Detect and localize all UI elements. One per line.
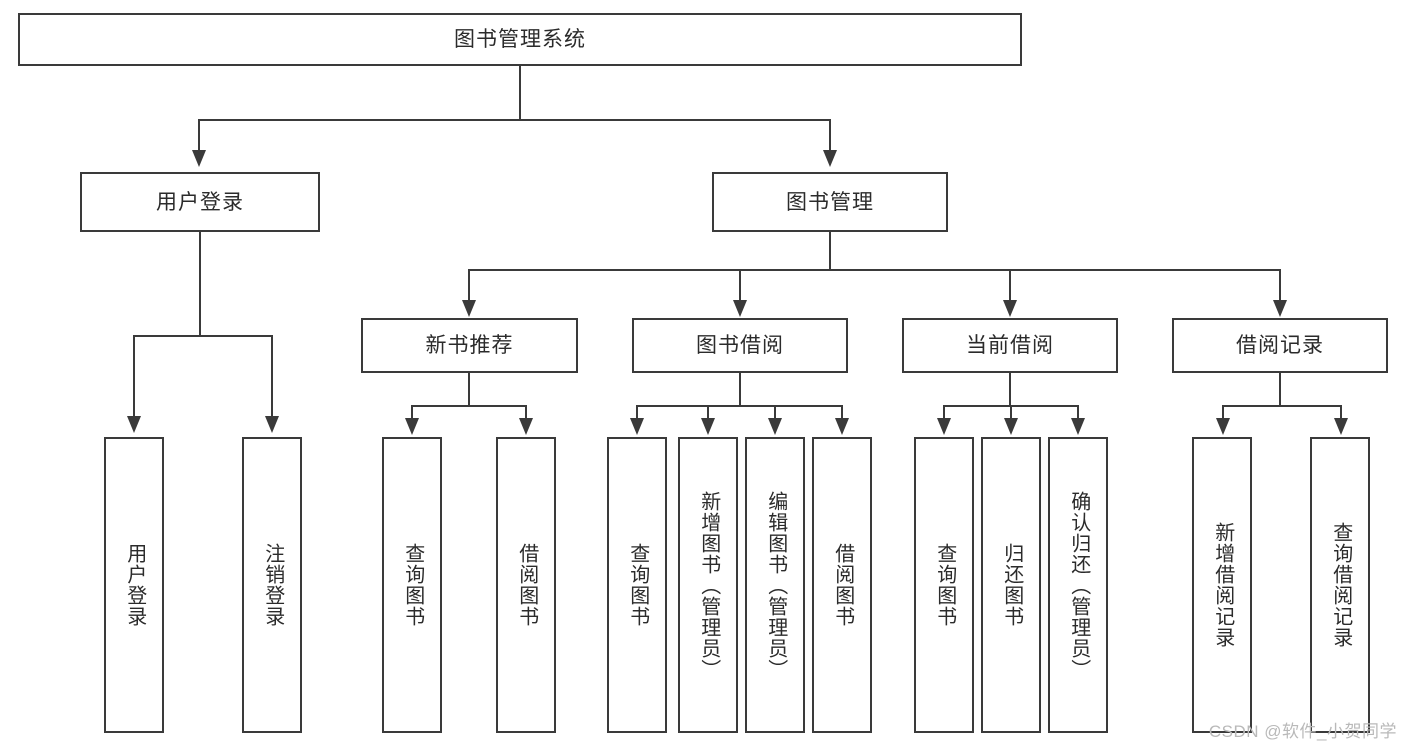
node-label: 用户登录 xyxy=(156,190,244,214)
arrow-nbr-leaf-2 xyxy=(519,418,533,435)
arrow-bb-leaf-2 xyxy=(701,418,715,435)
arrow-root-to-book-management xyxy=(823,150,837,167)
node-borrow-record[interactable]: 借阅记录 xyxy=(1172,318,1388,373)
connector-current-borrow-stem xyxy=(1009,373,1011,406)
connector-bb-leaf-4 xyxy=(841,405,843,419)
arrow-to-new-book-recommend xyxy=(462,300,476,317)
leaf-new-book-borrow-book[interactable]: 借阅图书 xyxy=(496,437,556,733)
leaf-borrow-record-query-record[interactable]: 查询借阅记录 xyxy=(1310,437,1370,733)
node-label: 查询借阅记录 xyxy=(1329,522,1352,648)
connector-nbr-leaf-1 xyxy=(411,405,413,419)
node-label: 归还图书 xyxy=(1000,543,1023,627)
connector-user-login-stem xyxy=(199,232,201,336)
node-label: 图书管理系统 xyxy=(454,28,586,51)
node-label: 编辑图书（管理员） xyxy=(764,490,787,680)
arrow-user-login-to-leaf-2 xyxy=(265,416,279,433)
connector-bb-leaf-2 xyxy=(707,405,709,419)
connector-cb-leaf-2 xyxy=(1010,405,1012,419)
node-book-borrow[interactable]: 图书借阅 xyxy=(632,318,848,373)
arrow-to-current-borrow xyxy=(1003,300,1017,317)
leaf-user-login-logout[interactable]: 注销登录 xyxy=(242,437,302,733)
arrow-br-leaf-1 xyxy=(1216,418,1230,435)
connector-new-book-recommend-stem xyxy=(468,373,470,406)
node-label: 借阅图书 xyxy=(515,543,538,627)
node-label: 新书推荐 xyxy=(425,334,514,357)
connector-br-leaf-2 xyxy=(1340,405,1342,419)
connector-to-new-book-recommend xyxy=(468,269,470,301)
node-label: 确认归还（管理员） xyxy=(1067,490,1090,680)
node-new-book-recommend[interactable]: 新书推荐 xyxy=(361,318,578,373)
arrow-cb-leaf-3 xyxy=(1071,418,1085,435)
arrow-to-borrow-record xyxy=(1273,300,1287,317)
leaf-current-borrow-query-book[interactable]: 查询图书 xyxy=(914,437,974,733)
node-user-login[interactable]: 用户登录 xyxy=(80,172,320,232)
arrow-cb-leaf-2 xyxy=(1004,418,1018,435)
connector-br-leaf-1 xyxy=(1222,405,1224,419)
connector-borrow-record-stem xyxy=(1279,373,1281,406)
node-label: 借阅图书 xyxy=(831,543,854,627)
connector-root-bus xyxy=(198,119,830,121)
connector-cb-leaf-1 xyxy=(943,405,945,419)
connector-book-borrow-bus xyxy=(636,405,842,407)
connector-root-to-book-management xyxy=(829,119,831,151)
node-label: 新增图书（管理员） xyxy=(697,490,720,680)
node-current-borrow[interactable]: 当前借阅 xyxy=(902,318,1118,373)
leaf-new-book-query-book[interactable]: 查询图书 xyxy=(382,437,442,733)
arrow-bb-leaf-1 xyxy=(630,418,644,435)
connector-root-to-user-login xyxy=(198,119,200,151)
connector-level3-bus xyxy=(468,269,1280,271)
connector-to-book-borrow xyxy=(739,269,741,301)
node-label: 查询图书 xyxy=(933,543,956,627)
connector-book-borrow-stem xyxy=(739,373,741,406)
connector-to-current-borrow xyxy=(1009,269,1011,301)
arrow-br-leaf-2 xyxy=(1334,418,1348,435)
node-label: 查询图书 xyxy=(626,543,649,627)
arrow-root-to-user-login xyxy=(192,150,206,167)
node-root-book-management-system[interactable]: 图书管理系统 xyxy=(18,13,1022,66)
leaf-user-login-login[interactable]: 用户登录 xyxy=(104,437,164,733)
connector-bb-leaf-3 xyxy=(774,405,776,419)
arrow-nbr-leaf-1 xyxy=(405,418,419,435)
connector-nbr-leaf-2 xyxy=(525,405,527,419)
connector-book-management-stem xyxy=(829,232,831,271)
arrow-bb-leaf-4 xyxy=(835,418,849,435)
connector-root-stem xyxy=(519,66,521,120)
connector-cb-leaf-3 xyxy=(1077,405,1079,419)
arrow-bb-leaf-3 xyxy=(768,418,782,435)
arrow-user-login-to-leaf-1 xyxy=(127,416,141,433)
node-label: 借阅记录 xyxy=(1236,334,1324,357)
node-book-management[interactable]: 图书管理 xyxy=(712,172,948,232)
leaf-borrow-record-add-record[interactable]: 新增借阅记录 xyxy=(1192,437,1252,733)
node-label: 注销登录 xyxy=(261,543,284,627)
leaf-book-borrow-edit-book-admin[interactable]: 编辑图书（管理员） xyxy=(745,437,805,733)
connector-bb-leaf-1 xyxy=(636,405,638,419)
arrow-to-book-borrow xyxy=(733,300,747,317)
connector-borrow-record-bus xyxy=(1222,405,1341,407)
leaf-current-borrow-confirm-return-admin[interactable]: 确认归还（管理员） xyxy=(1048,437,1108,733)
connector-user-login-bus xyxy=(133,335,273,337)
leaf-current-borrow-return-book[interactable]: 归还图书 xyxy=(981,437,1041,733)
arrow-cb-leaf-1 xyxy=(937,418,951,435)
leaf-book-borrow-query-book[interactable]: 查询图书 xyxy=(607,437,667,733)
node-label: 查询图书 xyxy=(401,543,424,627)
node-label: 图书管理 xyxy=(786,190,874,214)
connector-user-login-to-leaf-2 xyxy=(271,335,273,417)
node-label: 图书借阅 xyxy=(696,334,784,357)
node-label: 当前借阅 xyxy=(966,334,1054,357)
leaf-book-borrow-borrow-book[interactable]: 借阅图书 xyxy=(812,437,872,733)
node-label: 用户登录 xyxy=(123,543,146,627)
node-label: 新增借阅记录 xyxy=(1211,522,1234,648)
leaf-book-borrow-add-book-admin[interactable]: 新增图书（管理员） xyxy=(678,437,738,733)
connector-user-login-to-leaf-1 xyxy=(133,335,135,417)
connector-new-book-recommend-bus xyxy=(411,405,527,407)
connector-to-borrow-record xyxy=(1279,269,1281,301)
